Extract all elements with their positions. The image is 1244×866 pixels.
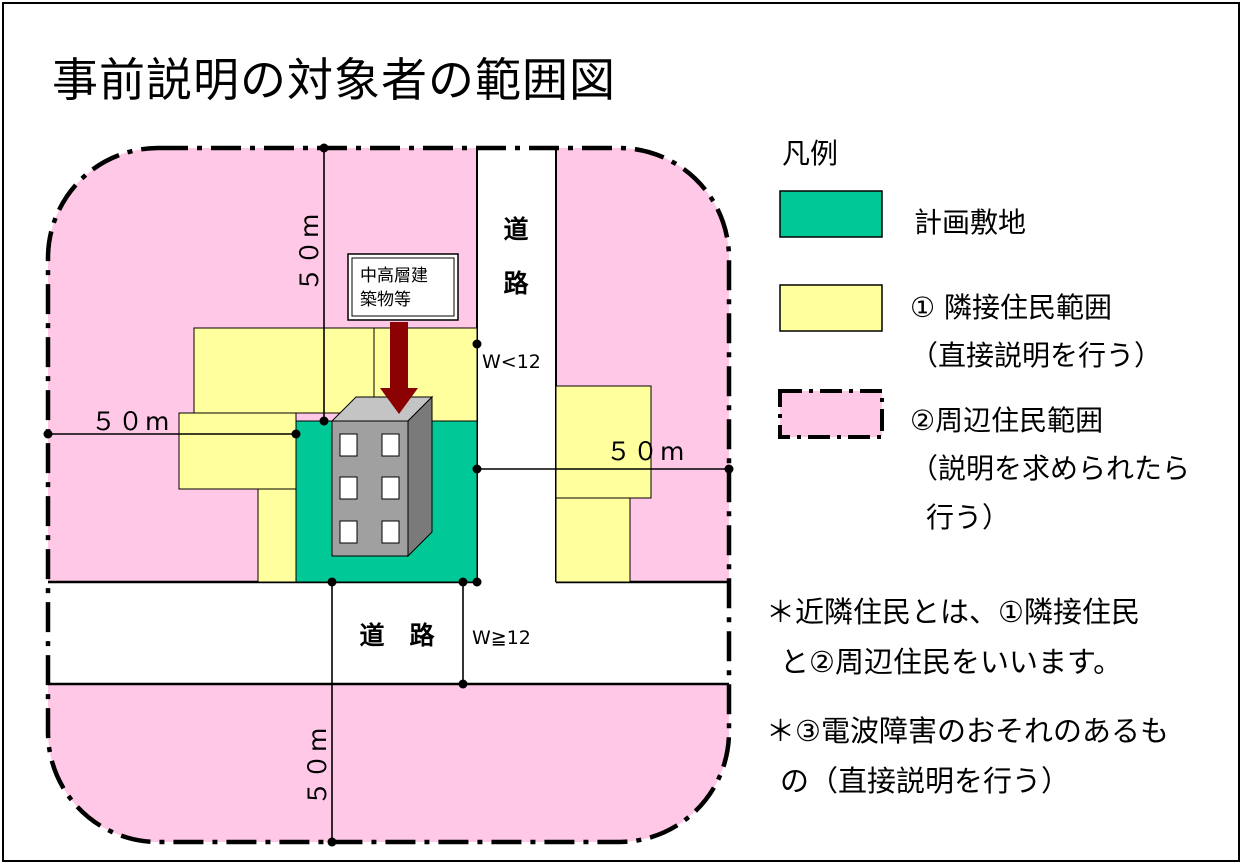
legend-adjacent-swatch — [779, 284, 883, 332]
note-interference-line1: ＊③電波障害のおそれのあるも — [766, 714, 1169, 748]
vertical-road-label-2: 路 — [503, 269, 529, 298]
vertical-road-label-1: 道 — [503, 215, 528, 244]
building-label-line2: 築物等 — [360, 290, 411, 310]
vertical-road-width: W<12 — [482, 351, 541, 373]
page-title: 事前説明の対象者の範囲図 — [52, 53, 616, 107]
legend-adjacent-label: ① 隣接住民範囲 — [910, 291, 1113, 324]
building-label-line1: 中高層建 — [360, 266, 428, 286]
note-neighbors-line2: と②周辺住民をいいます。 — [780, 645, 1123, 679]
distance-label-left: ５０m — [91, 407, 171, 436]
legend-surrounding-note-2: 行う） — [926, 501, 1011, 534]
distance-label-top: ５０m — [295, 212, 324, 292]
surrounding-zone-outline — [45, 145, 732, 845]
building-icon — [330, 395, 434, 558]
horizontal-road — [48, 582, 729, 684]
note-interference-line2: の（直接説明を行う） — [780, 764, 1071, 798]
arrow-icon — [380, 322, 418, 414]
vertical-road — [477, 148, 556, 582]
note-neighbors-line1: ＊近隣住民とは、①隣接住民 — [766, 595, 1140, 629]
legend-heading: 凡例 — [782, 137, 839, 170]
building-label-box — [347, 253, 459, 321]
horizontal-road-label: 道 路 — [359, 621, 435, 650]
distance-label-bottom: ５０m — [303, 726, 332, 806]
horizontal-road-width: W≧12 — [472, 627, 531, 649]
range-diagram: 中高層建 築物等 道 路 道 路 W<12 W≧12 ５０m ５０m ５０m ５… — [43, 143, 884, 847]
legend-surrounding-note-1: （説明を求められたら — [910, 452, 1191, 485]
legend-surrounding-label: ②周辺住民範囲 — [910, 404, 1104, 437]
legend-adjacent-note: （直接説明を行う） — [910, 339, 1163, 372]
legend-site-swatch — [779, 190, 883, 238]
legend-surrounding-swatch — [778, 389, 884, 439]
legend-site-label: 計画敷地 — [914, 206, 1027, 239]
distance-label-right: ５０m — [606, 437, 686, 466]
